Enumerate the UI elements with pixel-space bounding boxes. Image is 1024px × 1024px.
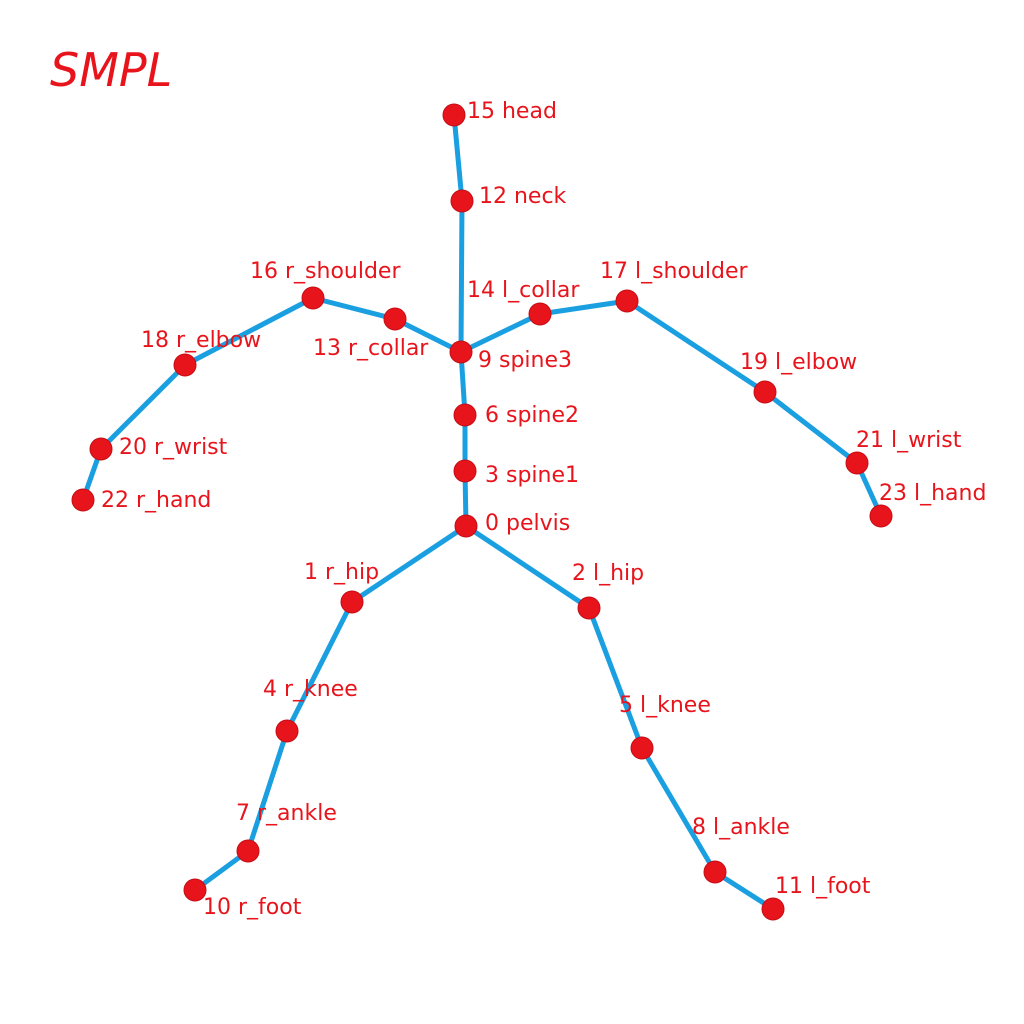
bone-l_shoulder-l_elbow (624, 298, 768, 395)
joint-label-l-hip: 2 l_hip (572, 561, 644, 586)
joint-label-l-shoulder: 17 l_shoulder (600, 259, 749, 284)
joint-label-l-foot: 11 l_foot (775, 874, 871, 899)
joint-r-hand (71, 488, 95, 512)
joint-spine2 (453, 403, 477, 427)
diagram-title: SMPL (50, 43, 172, 97)
bone-l_collar-l_shoulder (537, 298, 630, 317)
joint-label-spine1: 3 spine1 (485, 463, 579, 488)
bone-head-neck (451, 112, 465, 204)
joint-label-head: 15 head (467, 99, 557, 124)
joint-l-ankle (703, 860, 727, 884)
bone-l_hip-l_knee (586, 605, 645, 751)
bone-l_elbow-l_wrist (762, 389, 860, 466)
bone-spine3-r_collar (392, 316, 464, 355)
joint-spine1 (453, 459, 477, 483)
bone-r_shoulder-r_elbow (182, 295, 316, 368)
bone-r_elbow-r_wrist (98, 362, 188, 452)
bone-r_hip-r_knee (284, 599, 355, 734)
joint-label-r-hip: 1 r_hip (304, 560, 379, 585)
joint-head (442, 103, 466, 127)
bone-r_knee-r_ankle (245, 728, 290, 854)
joint-r-elbow (173, 353, 197, 377)
joint-r-collar (383, 307, 407, 331)
joint-label-r-foot: 10 r_foot (203, 895, 302, 920)
joint-label-r-ankle: 7 r_ankle (236, 801, 337, 826)
joint-label-r-knee: 4 r_knee (263, 677, 358, 702)
bone-spine3-l_collar (458, 311, 543, 355)
joint-label-r-wrist: 20 r_wrist (119, 435, 228, 460)
bone-neck-spine3 (458, 198, 465, 355)
bone-pelvis-l_hip (463, 523, 592, 611)
bone-l_knee-l_ankle (639, 745, 718, 875)
joint-label-pelvis: 0 pelvis (485, 511, 570, 536)
bone-r_collar-r_shoulder (310, 295, 398, 322)
joint-label-neck: 12 neck (479, 184, 567, 209)
joint-pelvis (454, 514, 478, 538)
joint-l-knee (630, 736, 654, 760)
joint-label-r-collar: 13 r_collar (313, 336, 429, 361)
joints-layer (71, 103, 893, 921)
joint-l-collar (528, 302, 552, 326)
joint-l-wrist (845, 451, 869, 475)
joint-r-foot (183, 878, 207, 902)
joint-r-knee (275, 719, 299, 743)
joint-r-hip (340, 590, 364, 614)
bone-pelvis-r_hip (349, 523, 469, 605)
joint-l-foot (761, 897, 785, 921)
joint-label-l-collar: 14 l_collar (467, 278, 580, 303)
joint-r-wrist (89, 437, 113, 461)
joint-l-shoulder (615, 289, 639, 313)
joint-label-r-shoulder: 16 r_shoulder (250, 259, 401, 284)
joint-r-ankle (236, 839, 260, 863)
joint-label-spine2: 6 spine2 (485, 403, 579, 428)
joint-label-r-elbow: 18 r_elbow (141, 328, 261, 353)
joint-label-l-elbow: 19 l_elbow (740, 350, 857, 375)
joint-label-l-ankle: 8 l_ankle (692, 815, 790, 840)
labels-layer: 0 pelvis 1 r_hip 2 l_hip 3 spine1 4 r_knee 5 … (101, 99, 986, 920)
joint-label-r-hand: 22 r_hand (101, 488, 211, 513)
joint-l-hip (577, 596, 601, 620)
joint-l-hand (869, 504, 893, 528)
joint-label-l-wrist: 21 l_wrist (856, 428, 962, 453)
joint-r-shoulder (301, 286, 325, 310)
joint-label-l-hand: 23 l_hand (879, 481, 986, 506)
joint-spine3 (449, 340, 473, 364)
joint-neck (450, 189, 474, 213)
joint-label-spine3: 9 spine3 (478, 348, 572, 373)
joint-label-l-knee: 5 l_knee (619, 693, 711, 718)
joint-l-elbow (753, 380, 777, 404)
